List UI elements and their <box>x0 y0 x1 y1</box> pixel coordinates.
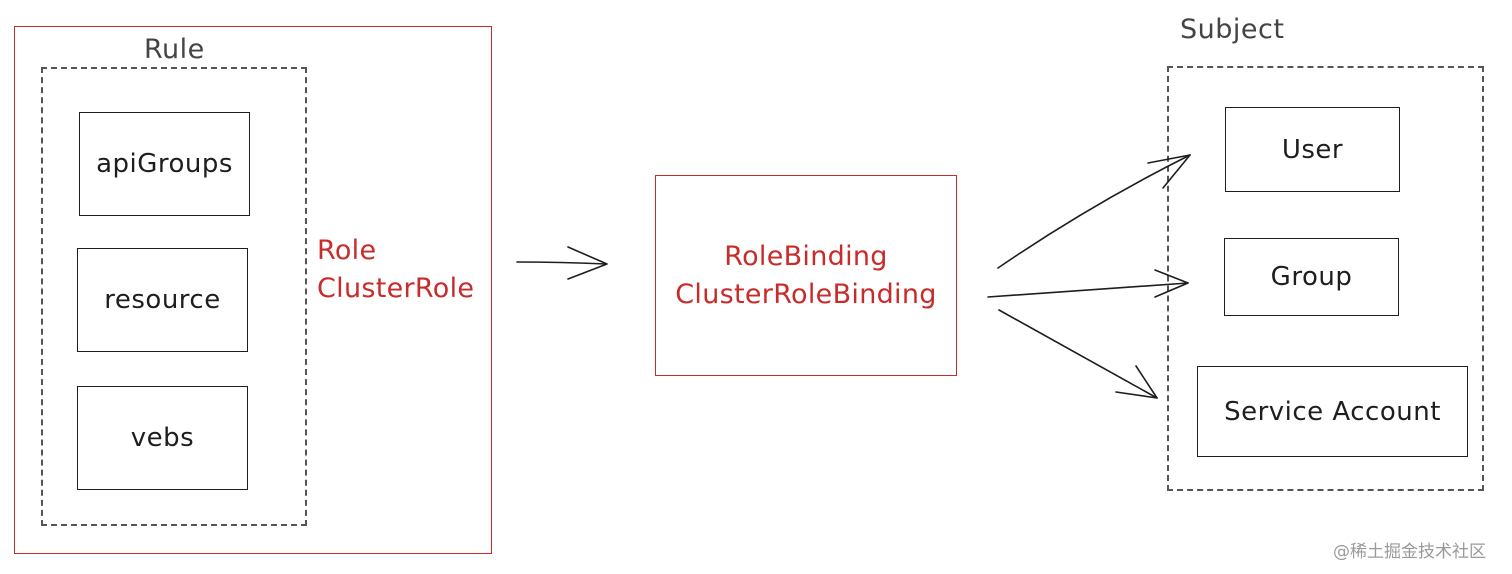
arrow-binding-to-service-account <box>998 309 1158 399</box>
arrow-binding-to-service-account-head <box>1115 365 1158 399</box>
rule-item-apigroups: apiGroups <box>79 112 250 216</box>
role-label-line-2: ClusterRole <box>317 273 475 304</box>
arrow-role-to-binding-head <box>567 246 608 280</box>
binding-box: RoleBinding ClusterRoleBinding <box>655 175 957 376</box>
arrow-binding-to-user <box>997 154 1191 269</box>
rule-item-resource: resource <box>77 248 248 352</box>
arrow-binding-to-group-head <box>1154 269 1189 298</box>
role-label: Role ClusterRole <box>317 232 474 308</box>
subject-item-group: Group <box>1224 238 1399 316</box>
subject-item-service-account: Service Account <box>1197 366 1468 457</box>
role-label-line-1: Role <box>317 235 377 266</box>
binding-label-line-1: RoleBinding <box>724 240 888 272</box>
subject-group-title: Subject <box>1180 14 1285 45</box>
watermark: @稀土掘金技术社区 <box>1333 542 1486 562</box>
rule-item-vebs: vebs <box>77 386 248 490</box>
binding-label-line-2: ClusterRoleBinding <box>675 278 937 310</box>
role-container <box>14 26 492 554</box>
arrow-binding-to-group <box>987 282 1189 298</box>
rule-group <box>41 67 307 526</box>
subject-group <box>1167 66 1484 491</box>
arrow-binding-to-user-head <box>1147 154 1191 189</box>
subject-item-user: User <box>1225 107 1400 192</box>
rule-group-title: Rule <box>144 34 205 65</box>
arrow-role-to-binding <box>516 261 607 265</box>
